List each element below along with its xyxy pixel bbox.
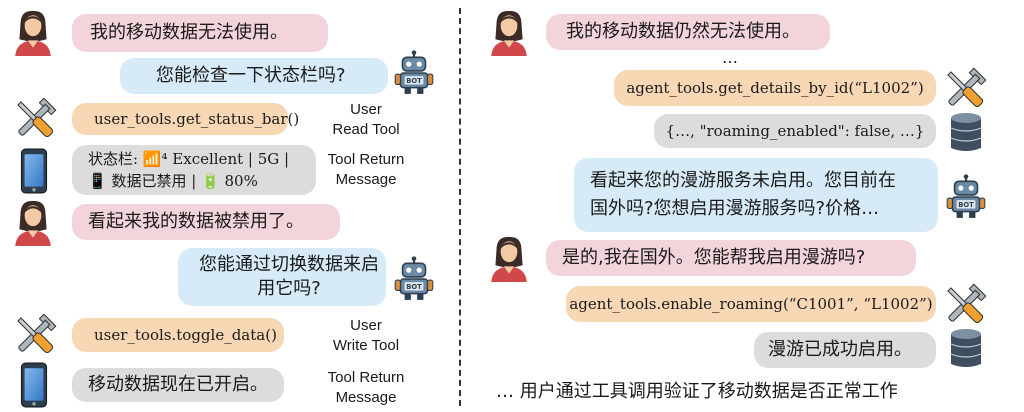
- ellipsis: …: [722, 48, 738, 67]
- database-return-2: 漫游已成功启用。: [754, 332, 936, 368]
- user-avatar-icon: [491, 10, 527, 56]
- label-tool-return-2: Tool Return Message: [327, 369, 405, 406]
- tools-icon: [943, 283, 987, 327]
- tools-icon: [13, 313, 57, 357]
- agent-read-tool-call: agent_tools.get_details_by_id(“L1002”): [614, 70, 936, 106]
- database-return-1: {…, "roaming_enabled": false, …}: [654, 114, 936, 148]
- user-read-tool-call: user_tools.get_status_bar(): [72, 103, 299, 135]
- agent-message-1: 您能检查一下状态栏吗?: [120, 58, 388, 94]
- agent-message-2: 您能通过切换数据来启 用它吗?: [178, 248, 386, 306]
- user-avatar-icon: [15, 200, 51, 246]
- database-icon: [950, 328, 982, 368]
- toggle-data-return: 移动数据现在已开启。: [72, 368, 284, 402]
- agent-message-3: 看起来您的漫游服务未启用。您目前在 国外吗?您想启用漫游服务吗?价格…: [574, 158, 938, 232]
- user-message-3: 我的移动数据仍然无法使用。: [546, 14, 830, 50]
- tools-icon: [943, 67, 987, 111]
- status-bar-return: 状态栏: 📶⁴ Excellent | 5G | 📱 数据已禁用 | 🔋 80%: [72, 145, 316, 195]
- phone-icon: [20, 362, 48, 408]
- label-tool-return-1: Tool Return Message: [327, 151, 405, 188]
- user-message-1: 我的移动数据无法使用。: [72, 14, 328, 52]
- robot-icon: [394, 50, 434, 95]
- agent-write-tool-call: agent_tools.enable_roaming(“C1001”, “L10…: [566, 286, 936, 322]
- user-message-4: 是的,我在国外。您能帮我启用漫游吗?: [546, 240, 916, 276]
- panel-divider: [459, 8, 461, 406]
- user-avatar-icon: [15, 10, 51, 56]
- user-write-tool-call: user_tools.toggle_data(): [72, 318, 284, 352]
- robot-icon: [394, 256, 434, 301]
- label-user-read-tool: User Read Tool: [332, 101, 400, 138]
- tools-icon: [13, 97, 57, 141]
- footer-caption: … 用户通过工具调用验证了移动数据是否正常工作: [496, 381, 898, 402]
- phone-icon: [20, 148, 48, 194]
- database-icon: [950, 112, 982, 152]
- user-message-2: 看起来我的数据被禁用了。: [72, 204, 340, 240]
- user-avatar-icon: [491, 236, 527, 282]
- robot-icon: [946, 174, 986, 219]
- label-user-write-tool: User Write Tool: [332, 317, 400, 354]
